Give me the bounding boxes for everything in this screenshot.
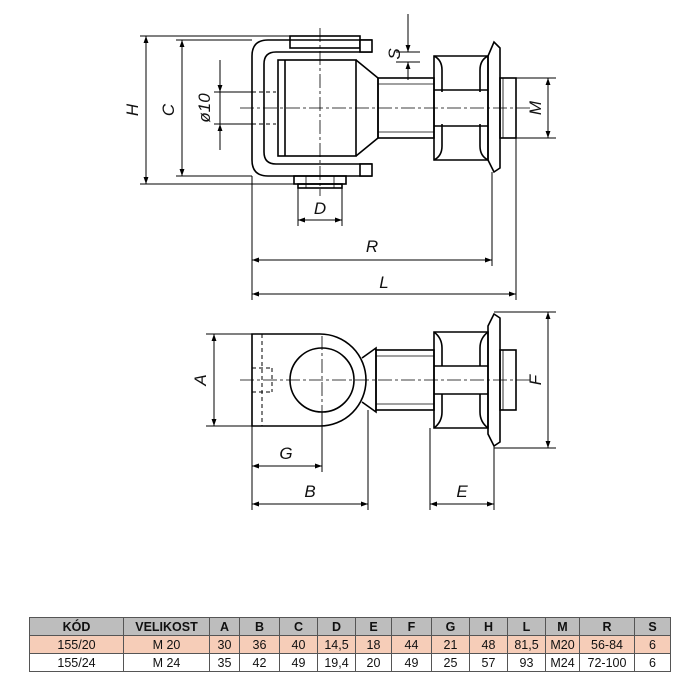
plan-view-dimensions xyxy=(206,311,556,510)
table-cell: 81,5 xyxy=(507,635,546,654)
dim-label-b: B xyxy=(304,482,315,501)
table-header-cell: L xyxy=(507,617,546,636)
table-cell: M20 xyxy=(545,635,580,654)
table-cell: 21 xyxy=(431,635,470,654)
technical-drawing: H C ø10 S M D R L A F G B E xyxy=(123,14,556,510)
table-header-cell: H xyxy=(469,617,508,636)
table-cell: 25 xyxy=(431,653,470,672)
table-cell: 49 xyxy=(391,653,432,672)
table-cell: 49 xyxy=(279,653,318,672)
table-cell: 56-84 xyxy=(579,635,635,654)
table-cell: 42 xyxy=(239,653,280,672)
table-cell: 155/20 xyxy=(29,635,124,654)
table-cell: M 20 xyxy=(123,635,210,654)
table-cell: 18 xyxy=(355,635,392,654)
table-cell: 48 xyxy=(469,635,508,654)
plan-view xyxy=(240,312,530,448)
table-cell: 155/24 xyxy=(29,653,124,672)
dim-label-l: L xyxy=(379,273,388,292)
table-cell: 19,4 xyxy=(317,653,356,672)
table-cell: 40 xyxy=(279,635,318,654)
table-cell: M 24 xyxy=(123,653,210,672)
side-view-dimensions xyxy=(140,14,556,300)
dim-label-c: C xyxy=(159,103,178,116)
table-cell: M24 xyxy=(545,653,580,672)
dim-label-e: E xyxy=(456,482,468,501)
table-cell: 36 xyxy=(239,635,280,654)
table-header-cell: KÓD xyxy=(29,617,124,636)
table-header-cell: C xyxy=(279,617,318,636)
table-header-cell: R xyxy=(579,617,635,636)
table-cell: 72-100 xyxy=(579,653,635,672)
table-header-cell: B xyxy=(239,617,280,636)
dim-label-r: R xyxy=(366,237,378,256)
side-view xyxy=(240,28,530,196)
table-cell: 57 xyxy=(469,653,508,672)
dim-label-s: S xyxy=(385,48,404,60)
table-header-cell: D xyxy=(317,617,356,636)
table-cell: 20 xyxy=(355,653,392,672)
dim-label-phi10: ø10 xyxy=(195,93,214,123)
table-header-cell: G xyxy=(431,617,470,636)
dim-label-g: G xyxy=(279,444,292,463)
table-cell: 44 xyxy=(391,635,432,654)
dim-label-d: D xyxy=(314,199,326,218)
dim-label-a: A xyxy=(191,374,210,386)
table-cell: 30 xyxy=(209,635,240,654)
table-cell: 14,5 xyxy=(317,635,356,654)
table-cell: 6 xyxy=(634,635,671,654)
table-header-cell: S xyxy=(634,617,671,636)
table-header-cell: E xyxy=(355,617,392,636)
table-header-cell: VELIKOST xyxy=(123,617,210,636)
dim-label-m: M xyxy=(526,100,545,115)
table-header-cell: A xyxy=(209,617,240,636)
dim-label-h: H xyxy=(123,103,142,116)
table-cell: 6 xyxy=(634,653,671,672)
dim-label-f: F xyxy=(526,373,545,385)
table-cell: 93 xyxy=(507,653,546,672)
table-header-cell: F xyxy=(391,617,432,636)
table-cell: 35 xyxy=(209,653,240,672)
table-header-cell: M xyxy=(545,617,580,636)
